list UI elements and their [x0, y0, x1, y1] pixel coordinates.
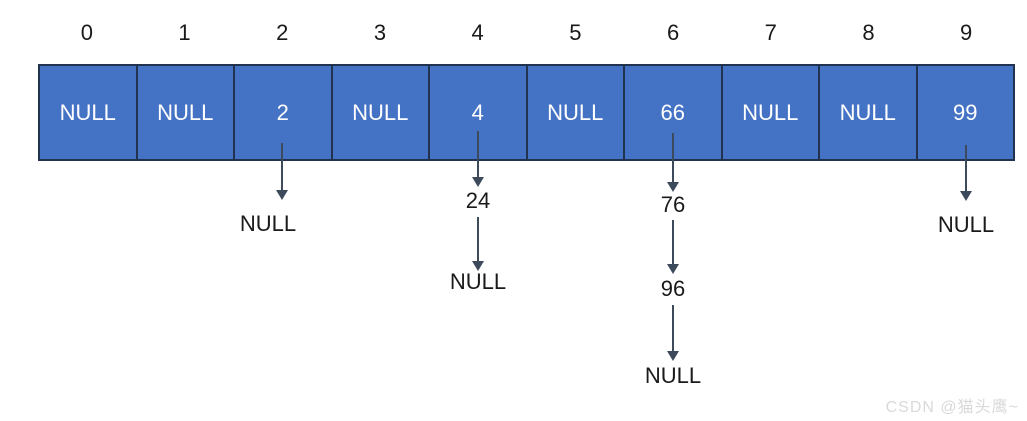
bucket-cell-5: NULL: [528, 66, 625, 159]
chain-null-label: NULL: [239, 211, 297, 236]
bucket-array: NULL NULL 2 NULL 4 NULL 66 NULL NULL 99: [38, 64, 1015, 161]
chain-null-label: NULL: [449, 269, 507, 294]
bucket-cell-1: NULL: [138, 66, 235, 159]
bucket-cell-0: NULL: [40, 66, 138, 159]
chain-node-label: 24: [465, 188, 491, 213]
bucket-cell-2: 2: [235, 66, 333, 159]
index-label-9: 9: [960, 20, 973, 45]
index-label-3: 3: [373, 20, 387, 45]
index-label-8: 8: [862, 20, 875, 45]
index-label-4: 4: [471, 20, 484, 45]
bucket-cell-6: 66: [625, 66, 723, 159]
index-label-7: 7: [764, 20, 777, 45]
index-label-0: 0: [80, 20, 93, 45]
chain-null-label: NULL: [937, 212, 995, 237]
bucket-cell-8: NULL: [820, 66, 918, 159]
bucket-cell-4: 4: [430, 66, 528, 159]
bucket-cell-3: NULL: [333, 66, 430, 159]
chain-node-label: 96: [660, 276, 686, 301]
index-label-5: 5: [569, 20, 582, 45]
bucket-cell-9: 99: [953, 99, 978, 125]
chain-node-label: 76: [660, 192, 686, 217]
index-row: 0 1 2 3 4 5 6 7 8 9: [38, 20, 1015, 46]
down-arrow-icon: [672, 220, 674, 264]
down-arrow-icon: [477, 217, 479, 261]
csdn-watermark: CSDN @猫头鹰~: [885, 399, 1019, 416]
index-label-2: 2: [276, 20, 289, 45]
index-label-6: 6: [666, 20, 680, 45]
bucket-cell-7: NULL: [723, 66, 820, 159]
chain-null-label: NULL: [644, 363, 702, 388]
down-arrow-icon: [672, 305, 674, 351]
index-label-1: 1: [178, 20, 191, 45]
